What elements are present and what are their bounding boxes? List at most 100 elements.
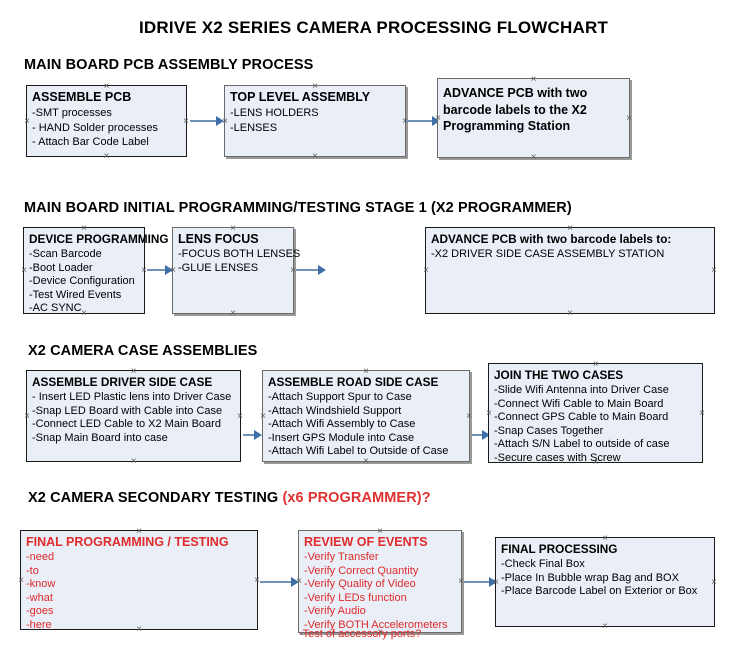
node-line: -Attach Support Spur to Case xyxy=(268,391,412,403)
node-line: - Attach Bar Code Label xyxy=(32,136,149,148)
resize-handle-left[interactable] xyxy=(485,409,494,418)
node-assemble-pcb[interactable]: ASSEMBLE PCB -SMT processes - HAND Solde… xyxy=(26,85,187,157)
resize-handle-top[interactable] xyxy=(529,75,538,84)
resize-handle-right[interactable] xyxy=(253,576,262,585)
resize-handle-top[interactable] xyxy=(135,527,144,536)
resize-handle-top[interactable] xyxy=(601,534,610,543)
node-line: -Snap Cases Together xyxy=(494,424,604,437)
resize-handle-right[interactable] xyxy=(710,266,719,275)
connector-arrow xyxy=(296,269,322,271)
section-heading-3: X2 CAMERA CASE ASSEMBLIES xyxy=(28,343,257,359)
connector-arrow xyxy=(464,581,492,583)
section-heading-2-text: MAIN BOARD INITIAL PROGRAMMING/TESTING S… xyxy=(24,200,572,216)
resize-handle-top[interactable] xyxy=(311,82,320,91)
resize-handle-top[interactable] xyxy=(566,224,575,233)
connector-arrow xyxy=(472,434,488,436)
resize-handle-top[interactable] xyxy=(129,367,138,376)
node-advance-pcb-driver-side-station[interactable]: ADVANCE PCB with two barcode labels to: … xyxy=(425,227,715,314)
resize-handle-bottom[interactable] xyxy=(529,153,538,162)
resize-handle-top[interactable] xyxy=(376,527,385,536)
node-title: TOP LEVEL ASSEMBLY xyxy=(230,90,371,104)
page-title: IDRIVE X2 SERIES CAMERA PROCESSING FLOWC… xyxy=(138,18,609,37)
node-final-processing[interactable]: FINAL PROCESSING -Check Final Box -Place… xyxy=(495,537,715,627)
connector-arrow xyxy=(406,120,436,122)
node-line: -AC SYNC xyxy=(29,302,82,315)
node-line: -Verify Audio xyxy=(304,605,366,618)
section-heading-3-text: X2 CAMERA CASE ASSEMBLIES xyxy=(28,343,258,359)
node-assemble-driver-side-case[interactable]: ASSEMBLE DRIVER SIDE CASE - Insert LED P… xyxy=(26,370,241,462)
node-line: -FOCUS BOTH LENSES xyxy=(178,248,301,260)
node-line: -Device Configuration xyxy=(29,275,135,288)
section-heading-4-accent: (x6 PROGRAMMER)? xyxy=(282,490,431,506)
node-line: -Verify Quality of Video xyxy=(304,578,416,591)
node-title: FINAL PROGRAMMING / TESTING xyxy=(26,535,229,549)
node-overflow-line: -Test of accessory ports? xyxy=(299,628,422,640)
node-device-programming[interactable]: DEVICE PROGRAMMING -Scan Barcode -Boot L… xyxy=(20,224,169,315)
resize-handle-left[interactable] xyxy=(17,576,26,585)
resize-handle-right[interactable] xyxy=(236,412,245,421)
resize-handle-bottom[interactable] xyxy=(566,309,575,318)
node-title: FINAL PROCESSING xyxy=(501,542,618,556)
node-line: -goes xyxy=(26,605,54,618)
resize-handle-left[interactable] xyxy=(492,578,501,587)
connector-arrow xyxy=(260,581,295,583)
node-line: -Boot Loader xyxy=(29,261,93,274)
node-title: JOIN THE TWO CASES xyxy=(494,368,624,382)
node-lens-focus[interactable]: LENS FOCUS -FOCUS BOTH LENSES -GLUE LENS… xyxy=(169,224,301,314)
connector-arrow xyxy=(190,120,220,122)
node-line: -Attach S/N Label to outside of case xyxy=(494,438,670,451)
resize-handle-bottom[interactable] xyxy=(311,152,320,161)
resize-handle-bottom[interactable] xyxy=(362,457,371,466)
node-line: -Attach Wifi Assembly to Case xyxy=(268,418,416,431)
resize-handle-bottom[interactable] xyxy=(229,309,238,318)
node-line: -know xyxy=(26,578,56,591)
resize-handle-left[interactable] xyxy=(259,412,268,421)
node-title: ASSEMBLE PCB xyxy=(32,90,132,104)
resize-handle-left[interactable] xyxy=(23,117,32,126)
node-final-programming-testing[interactable]: FINAL PROGRAMMING / TESTING -need -to -k… xyxy=(17,527,258,631)
node-title: ADVANCE PCB with two barcode labels to t… xyxy=(443,86,588,133)
node-line: -Connect LED Cable to X2 Main Board xyxy=(32,418,221,431)
resize-handle-top[interactable] xyxy=(229,224,238,233)
connector-arrowhead-icon xyxy=(254,430,262,440)
node-line: -Connect Wifi Cable to Main Board xyxy=(494,397,664,410)
resize-handle-right[interactable] xyxy=(698,409,707,418)
node-line: -X2 DRIVER SIDE CASE ASSEMBLY STATION xyxy=(431,248,665,260)
resize-handle-bottom[interactable] xyxy=(135,625,144,634)
node-line: -Snap LED Board with Cable into Case xyxy=(32,404,223,417)
resize-handle-left[interactable] xyxy=(169,266,178,275)
section-heading-4: X2 CAMERA SECONDARY TESTING (x6 PROGRAMM… xyxy=(28,490,431,506)
node-review-of-events[interactable]: REVIEW OF EVENTS -Verify Transfer -Verif… xyxy=(298,530,462,633)
resize-handle-top[interactable] xyxy=(591,360,600,369)
resize-handle-bottom[interactable] xyxy=(80,309,89,318)
resize-handle-left[interactable] xyxy=(20,266,29,275)
node-join-the-two-cases[interactable]: JOIN THE TWO CASES -Slide Wifi Antenna i… xyxy=(485,360,703,464)
resize-handle-bottom[interactable] xyxy=(102,152,111,161)
resize-handle-left[interactable] xyxy=(23,412,32,421)
resize-handle-bottom[interactable] xyxy=(591,458,600,467)
node-line: -Attach Wifi Label to Outside of Case xyxy=(268,445,449,458)
node-line: -to xyxy=(26,564,39,577)
section-heading-1: MAIN BOARD PCB ASSEMBLY PROCESS xyxy=(24,57,313,73)
node-line: -Insert GPS Module into Case xyxy=(268,431,415,444)
node-assemble-road-side-case[interactable]: ASSEMBLE ROAD SIDE CASE -Attach Support … xyxy=(262,370,470,462)
resize-handle-left[interactable] xyxy=(221,117,230,126)
node-line: -need xyxy=(26,551,55,563)
resize-handle-left[interactable] xyxy=(434,114,443,123)
resize-handle-right[interactable] xyxy=(465,412,474,421)
resize-handle-left[interactable] xyxy=(422,266,431,275)
node-line: -Place In Bubble wrap Bag and BOX xyxy=(501,571,679,584)
resize-handle-right[interactable] xyxy=(625,114,634,123)
resize-handle-right[interactable] xyxy=(710,578,719,587)
resize-handle-bottom[interactable] xyxy=(129,457,138,466)
node-line: -Test Wired Events xyxy=(29,288,122,301)
resize-handle-top[interactable] xyxy=(80,224,89,233)
resize-handle-top[interactable] xyxy=(102,82,111,91)
section-heading-2: MAIN BOARD INITIAL PROGRAMMING/TESTING S… xyxy=(24,200,572,216)
node-line: -Place Barcode Label on Exterior or Box xyxy=(501,585,698,598)
node-advance-pcb-programming-station[interactable]: ADVANCE PCB with two barcode labels to t… xyxy=(437,78,630,158)
node-top-level-assembly[interactable]: TOP LEVEL ASSEMBLY -LENS HOLDERS -LENSES xyxy=(224,85,406,157)
resize-handle-bottom[interactable] xyxy=(601,622,610,631)
resize-handle-left[interactable] xyxy=(295,577,304,586)
resize-handle-top[interactable] xyxy=(362,367,371,376)
